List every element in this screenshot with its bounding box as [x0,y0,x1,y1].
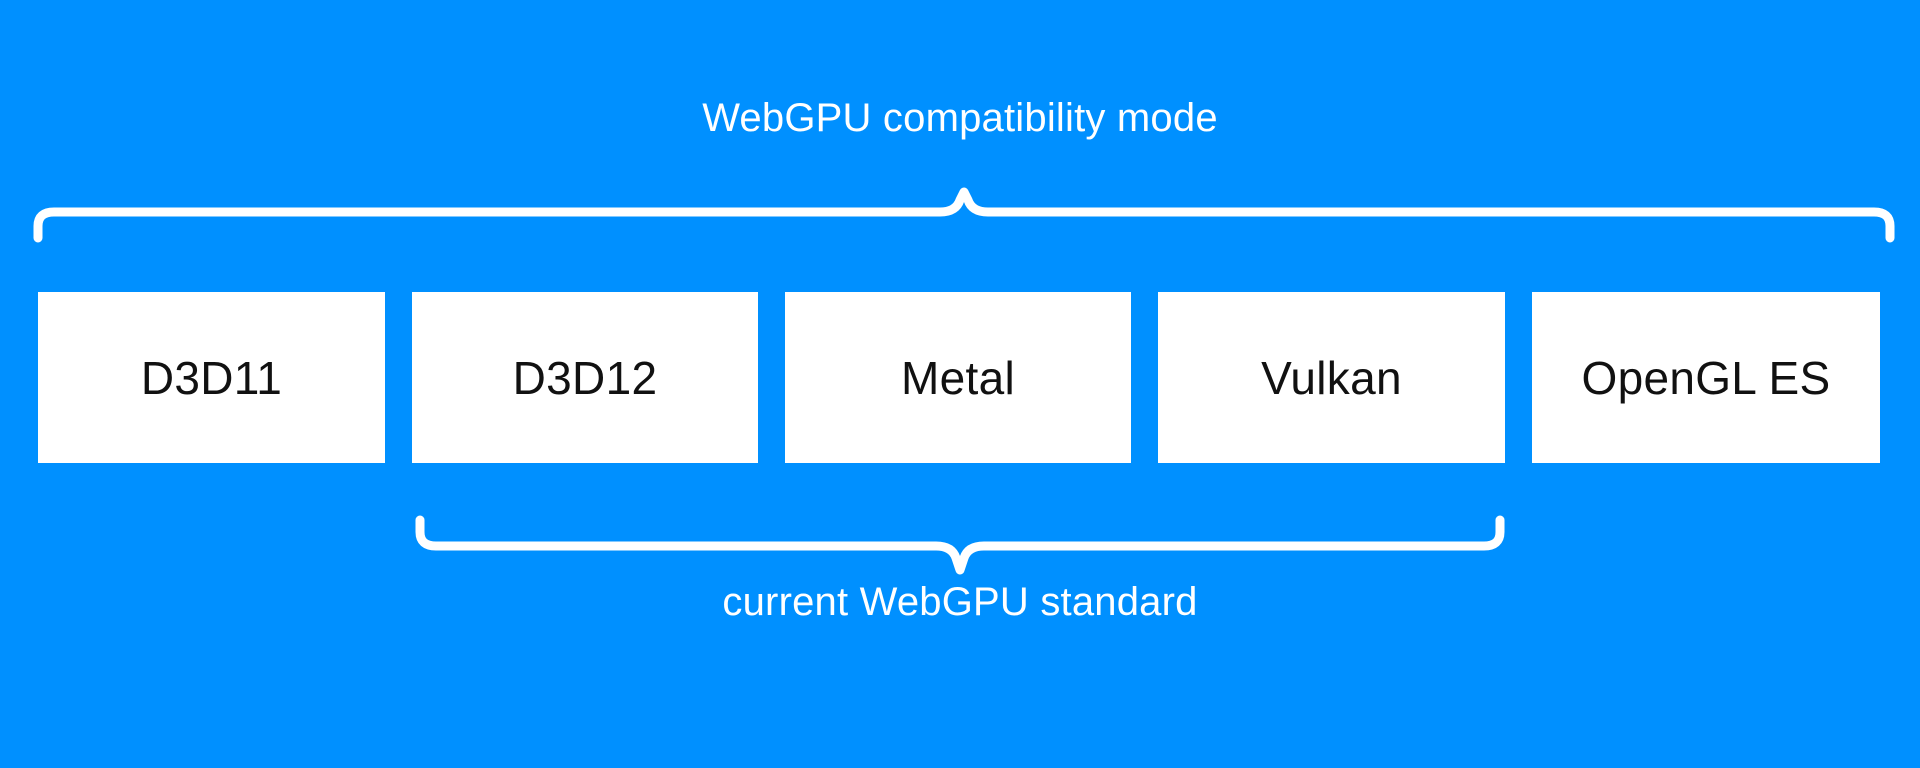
bottom-caption-label: current WebGPU standard [722,580,1198,624]
api-label-d3d11: D3D11 [140,351,283,404]
api-label-vulkan: Vulkan [1261,351,1402,404]
api-box-d3d11[interactable]: D3D11 [38,292,385,463]
api-box-row: D3D11 D3D12 Metal Vulkan OpenGL ES [38,292,1882,463]
api-box-d3d12[interactable]: D3D12 [412,292,758,463]
top-caption-label: WebGPU compatibility mode [702,96,1218,140]
api-label-metal: Metal [901,351,1015,404]
api-box-metal[interactable]: Metal [785,292,1131,463]
curly-brace-down-icon [415,515,1505,575]
curly-brace-up-icon [33,187,1895,243]
api-box-vulkan[interactable]: Vulkan [1158,292,1505,463]
api-label-opengl-es: OpenGL ES [1581,351,1831,404]
api-label-d3d12: D3D12 [512,351,658,404]
api-box-opengl-es[interactable]: OpenGL ES [1532,292,1880,463]
